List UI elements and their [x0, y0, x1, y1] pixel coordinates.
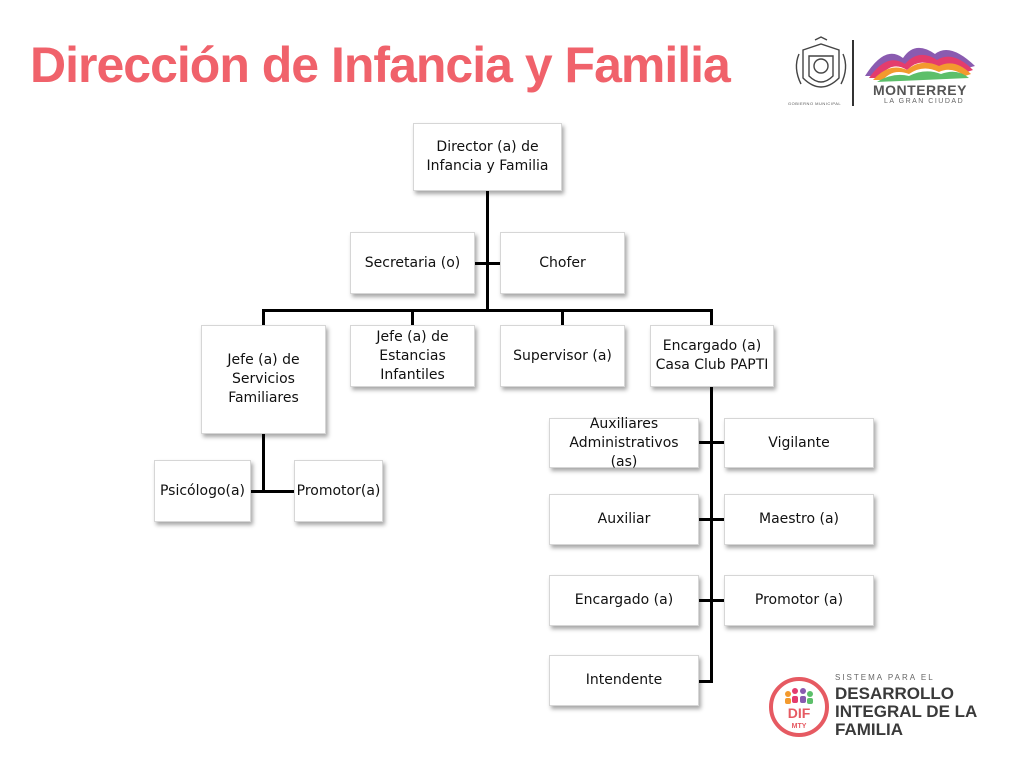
org-box-director: Director (a) de Infancia y Familia	[413, 123, 562, 191]
seal-caption: GOBIERNO MUNICIPAL	[788, 101, 842, 106]
dif-line-2: INTEGRAL DE LA	[835, 702, 978, 721]
org-box-jefe-estancias: Jefe (a) de Estancias Infantiles	[350, 325, 475, 387]
org-box-auxiliar: Auxiliar	[549, 494, 699, 545]
org-box-promotor-sf: Promotor(a)	[294, 460, 383, 522]
org-box-vigilante: Vigilante	[724, 418, 874, 468]
city-tagline: LA GRAN CIUDAD	[884, 98, 965, 105]
dif-family-icon: DIF MTY	[769, 677, 829, 737]
dif-badge-sub: MTY	[792, 723, 807, 730]
org-box-supervisor: Supervisor (a)	[500, 325, 625, 387]
municipal-seal-icon	[795, 36, 975, 106]
city-name: MONTERREY	[873, 82, 967, 98]
dif-line-small: SISTEMA PARA EL	[835, 673, 935, 682]
org-box-encargado-papti: Encargado (a) Casa Club PAPTI	[650, 325, 774, 387]
org-box-encargado: Encargado (a)	[549, 575, 699, 626]
org-box-psicologo: Psicólogo(a)	[154, 460, 251, 522]
org-box-promotor-papti: Promotor (a)	[724, 575, 874, 626]
org-box-maestro: Maestro (a)	[724, 494, 874, 545]
page-title: Dirección de Infancia y Familia	[30, 37, 731, 93]
dif-line-1: DESARROLLO	[835, 684, 954, 703]
org-box-chofer: Chofer	[500, 232, 625, 294]
org-box-jefe-servicios: Jefe (a) de Servicios Familiares	[201, 325, 326, 434]
org-box-auxiliares-admin: Auxiliares Administrativos (as)	[549, 416, 699, 470]
org-box-secretaria: Secretaria (o)	[350, 232, 475, 294]
dif-badge-text: DIF	[788, 705, 811, 721]
org-box-intendente: Intendente	[549, 655, 699, 706]
dif-line-3: FAMILIA	[835, 720, 903, 739]
